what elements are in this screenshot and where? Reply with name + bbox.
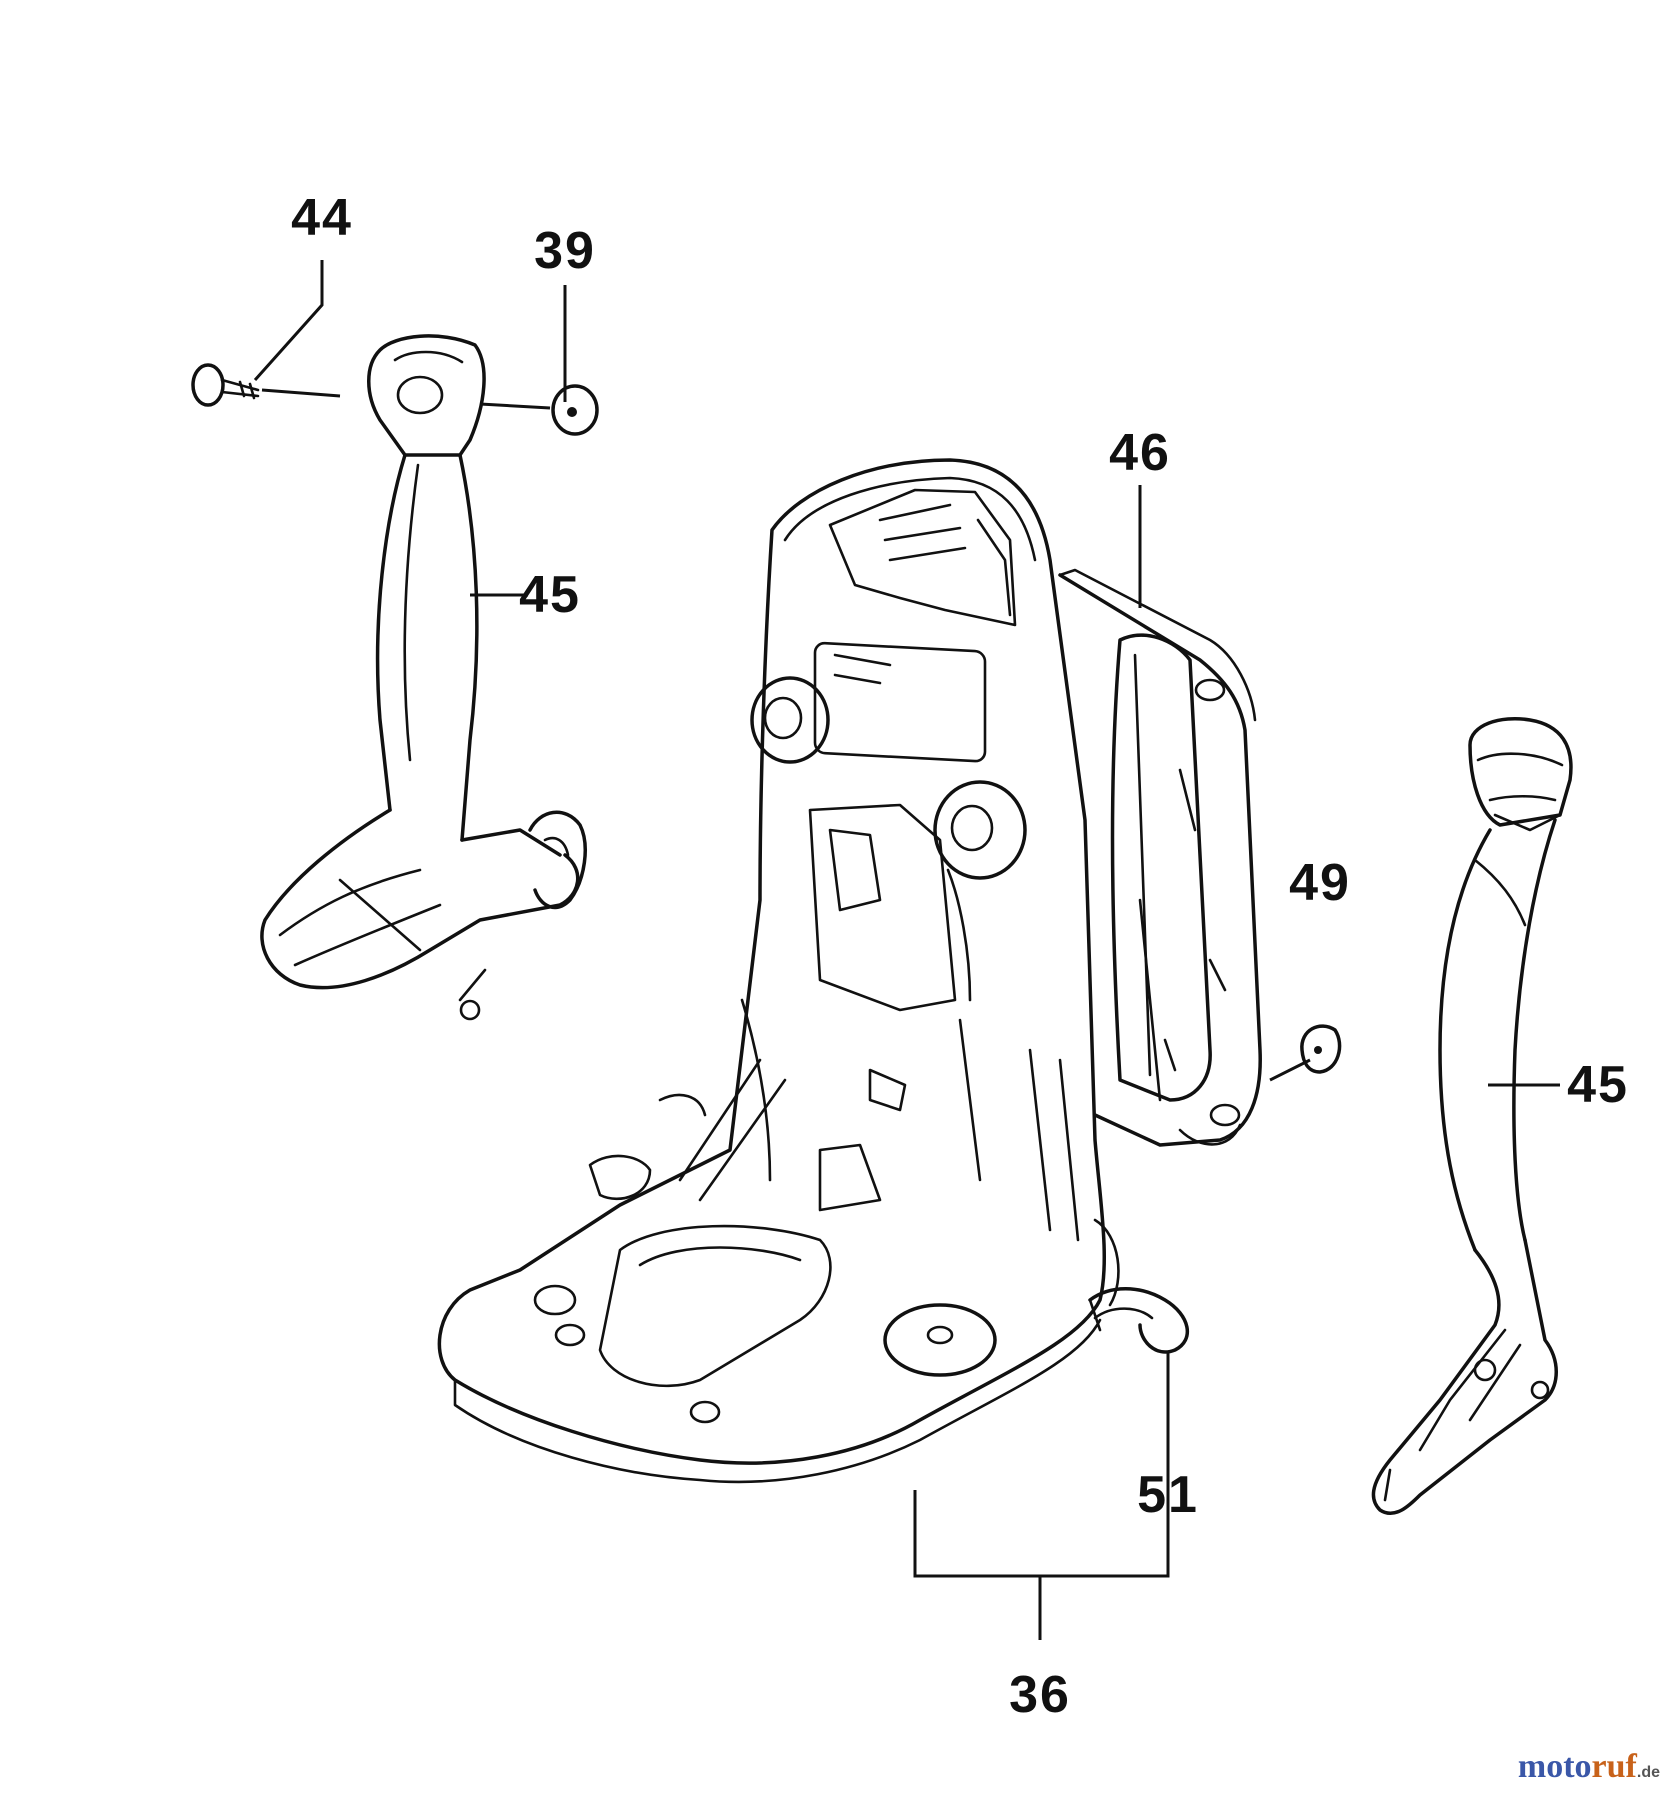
label-part-45-right: 45 — [1567, 1056, 1629, 1114]
leader-lines — [253, 260, 1560, 1640]
hook-part — [1088, 1287, 1190, 1354]
right-shoulder-strap — [1371, 717, 1573, 1516]
label-part-46: 46 — [1109, 424, 1171, 482]
label-part-36: 36 — [1009, 1666, 1071, 1724]
label-part-51: 51 — [1137, 1466, 1199, 1524]
cap-part — [1269, 1024, 1342, 1082]
left-shoulder-strap — [260, 334, 587, 1021]
label-part-45-left: 45 — [519, 566, 581, 624]
back-frame — [437, 458, 1120, 1484]
watermark-logo: motoruf.de — [1518, 1748, 1660, 1786]
label-part-44: 44 — [291, 189, 353, 247]
back-pad — [1058, 568, 1262, 1147]
label-part-39: 39 — [534, 222, 596, 280]
screw-part — [191, 363, 341, 407]
nut-part — [479, 384, 599, 436]
watermark-part-2: ruf — [1591, 1748, 1637, 1785]
watermark-part-1: moto — [1517, 1748, 1592, 1785]
callout-labels: 44 39 45 46 49 45 51 36 — [291, 189, 1629, 1724]
watermark-part-3: .de — [1636, 1764, 1660, 1781]
label-part-49: 49 — [1289, 854, 1351, 912]
